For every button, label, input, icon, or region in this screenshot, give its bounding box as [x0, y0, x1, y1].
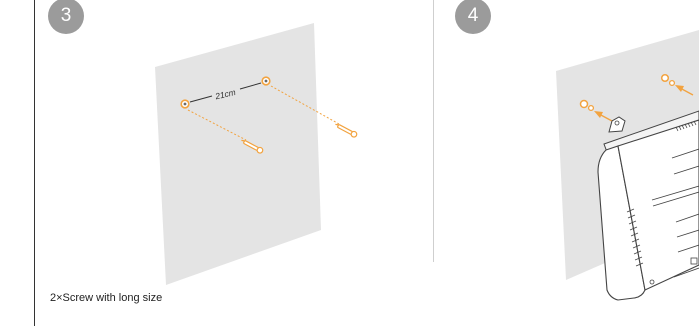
screw-left	[241, 139, 264, 154]
arrow-left	[594, 111, 613, 122]
step-4-number: 4	[467, 5, 479, 26]
hole-right	[261, 76, 271, 86]
hole-left	[180, 99, 190, 109]
dimension-line-right	[239, 82, 262, 90]
dimension-line-left	[189, 95, 213, 103]
screw-right	[335, 123, 358, 138]
guide-right	[270, 85, 340, 125]
step-divider	[433, 0, 434, 262]
guide-left	[187, 109, 247, 141]
step-3-illustration: 21cm	[155, 23, 358, 285]
screw-caption: 2×Screw with long size	[50, 292, 163, 304]
page-left-border	[34, 0, 35, 326]
arrow-right	[675, 85, 694, 96]
step-3-number: 3	[60, 5, 72, 26]
dimension-label: 21cm	[213, 87, 236, 102]
wall-panel-step-3	[155, 23, 321, 285]
step-3-badge: 3	[48, 0, 84, 34]
wall-screw-left	[579, 99, 595, 112]
wall-screw-right	[660, 73, 676, 87]
step-4-illustration	[556, 30, 699, 301]
device	[597, 110, 699, 301]
step-4-badge: 4	[455, 0, 491, 34]
